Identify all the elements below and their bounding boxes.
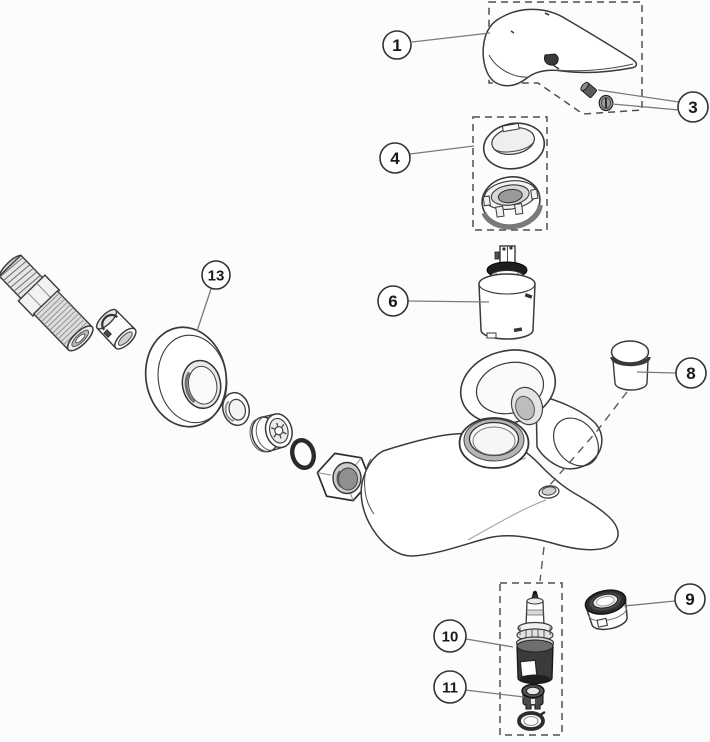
grub-screw bbox=[580, 81, 597, 98]
cap-assembly-dashed-line bbox=[548, 391, 628, 487]
handle-underside-pin bbox=[544, 53, 559, 66]
callout-10: 10 bbox=[433, 619, 467, 653]
callout-3: 3 bbox=[677, 91, 709, 123]
leader-line-9 bbox=[623, 600, 676, 607]
faucet-body bbox=[360, 349, 619, 557]
o-ring-small bbox=[290, 438, 316, 470]
diverter-hole bbox=[538, 485, 560, 499]
leader-line-4 bbox=[409, 145, 475, 155]
callout-circle-1 bbox=[382, 30, 412, 60]
check-valve-insert bbox=[249, 413, 293, 453]
aerator bbox=[584, 589, 628, 631]
handle-dashed-box bbox=[488, 1, 643, 115]
body-left-tip-face bbox=[364, 458, 375, 515]
ceramic-cartridge bbox=[478, 245, 536, 340]
callout-number-13: 13 bbox=[208, 267, 225, 284]
body-crease bbox=[467, 499, 547, 541]
callout-4: 4 bbox=[379, 142, 411, 174]
wall-bushing bbox=[95, 308, 137, 350]
callout-circle-10 bbox=[433, 619, 467, 653]
ring-set-dashed-box bbox=[472, 116, 548, 231]
spout-arm bbox=[535, 394, 603, 470]
diverter-assembly-dashed-line bbox=[539, 546, 545, 582]
diverter-dashed-box bbox=[499, 582, 563, 736]
callout-11: 11 bbox=[433, 670, 467, 704]
eccentric-union-fitting bbox=[0, 254, 94, 352]
leader-line-10 bbox=[465, 638, 514, 648]
leader-line-11 bbox=[464, 689, 525, 698]
callout-number-1: 1 bbox=[392, 36, 401, 55]
cap-plug bbox=[610, 340, 651, 391]
leader-line-3 bbox=[597, 89, 680, 103]
callout-number-8: 8 bbox=[686, 364, 695, 383]
lever-handle bbox=[482, 8, 638, 87]
callout-number-4: 4 bbox=[390, 149, 400, 168]
faucet-body-main bbox=[360, 432, 619, 557]
callout-number-9: 9 bbox=[685, 590, 694, 609]
callout-circle-13 bbox=[201, 260, 231, 290]
callout-6: 6 bbox=[377, 285, 409, 317]
threaded-collar bbox=[481, 176, 543, 230]
callout-13: 13 bbox=[201, 260, 231, 290]
callout-circle-11 bbox=[433, 670, 467, 704]
callout-number-3: 3 bbox=[688, 98, 697, 117]
callout-9: 9 bbox=[674, 583, 706, 615]
leader-line-3-2 bbox=[611, 103, 680, 111]
cover-screw bbox=[598, 94, 614, 112]
cartridge-housing-ring bbox=[459, 349, 557, 426]
leader-line-13 bbox=[196, 288, 212, 332]
diverter-retaining-ring bbox=[517, 710, 546, 731]
callout-circle-4 bbox=[379, 142, 411, 174]
body-top-collar bbox=[458, 417, 530, 469]
handle-screw-set bbox=[580, 81, 614, 112]
leader-line-8 bbox=[636, 371, 677, 374]
callout-number-10: 10 bbox=[442, 628, 459, 645]
callout-1: 1 bbox=[382, 30, 412, 60]
hex-nut bbox=[316, 452, 372, 502]
callout-circle-3 bbox=[677, 91, 709, 123]
callout-8: 8 bbox=[675, 357, 707, 389]
callout-circle-8 bbox=[675, 357, 707, 389]
diverter-valve-seat bbox=[521, 683, 545, 710]
trim-ring bbox=[482, 122, 546, 170]
callout-circle-6 bbox=[377, 285, 409, 317]
callout-circle-9 bbox=[674, 583, 706, 615]
leader-line-1 bbox=[411, 32, 491, 43]
diverter-cartridge bbox=[515, 590, 555, 685]
flange-washer bbox=[221, 391, 251, 427]
leader-line-6 bbox=[407, 300, 490, 303]
callout-number-6: 6 bbox=[388, 292, 397, 311]
escutcheon-flange bbox=[144, 326, 228, 428]
callout-number-11: 11 bbox=[442, 679, 458, 696]
